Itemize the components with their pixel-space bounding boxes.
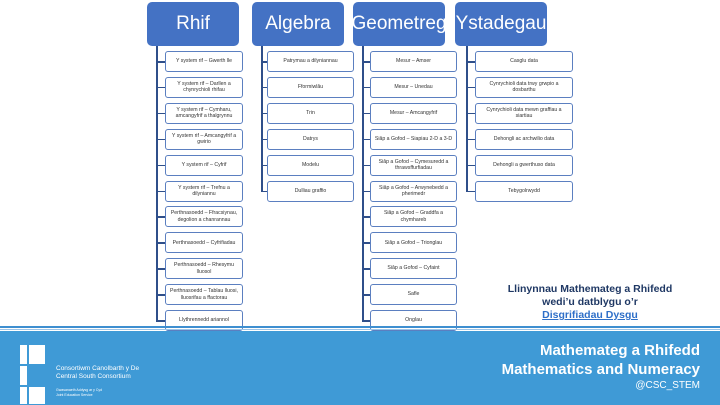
tree-branch (466, 112, 475, 115)
tree-branch (362, 320, 370, 322)
tree-line (362, 46, 364, 321)
tree-line (466, 46, 468, 191)
footer-divider (0, 326, 720, 330)
service-en: Joint Education Service (56, 393, 93, 397)
title-en: Mathematics and Numeracy (501, 361, 700, 378)
tree-branch (261, 86, 267, 89)
tree-branch (466, 61, 475, 63)
strand-box: Y system rif – Cymharu, amcangyfrif a th… (165, 102, 243, 124)
strand-box: Modelu (267, 154, 354, 176)
tree-branch (362, 190, 370, 192)
tree-branch (156, 294, 165, 296)
strand-box: Siâp a Gofod – Cyfaint (370, 258, 457, 280)
strand-box: Perthnasoedd – Ffracsiynau, degolion a c… (165, 206, 243, 228)
tree-branch (156, 61, 165, 63)
callout-line2: wedi’u datblygu o’r (542, 296, 638, 308)
strand-box: Fformiwlâu (267, 76, 354, 98)
strand-box: Mesur – Unedau (370, 76, 457, 98)
footer-band: Consortiwm Canolbarth y De Central South… (0, 331, 720, 405)
tree-branch (362, 268, 370, 270)
tree-branch (156, 216, 165, 218)
strand-box: Llythrennedd ariannol (165, 310, 243, 331)
strand-box: Y system rif – Trefnu a dilyniannu (165, 180, 243, 202)
tree-branch (156, 86, 165, 89)
strand-box: Siâp a Gofod – Cymesuredd a thrawsffurfi… (370, 154, 457, 176)
tree-branch (362, 86, 370, 89)
strand-box: Siâp a Gofod – Graddfa a chymhareb (370, 206, 457, 228)
strand-box: Onglau (370, 310, 457, 331)
tree-line (156, 46, 158, 321)
strand-box: Tebygolrwydd (475, 180, 573, 202)
strand-box: Datrys (267, 128, 354, 150)
tree-branch (156, 138, 165, 141)
tree-branch (362, 242, 370, 244)
tree-branch (261, 112, 267, 115)
strand-box: Casglu data (475, 51, 573, 72)
tree-branch (362, 164, 370, 167)
footer-title: Mathemateg a Rhifedd Mathematics and Num… (502, 341, 700, 393)
tree-branch (362, 138, 370, 141)
callout-line1: Llinynnau Mathemateg a Rhifedd (507, 283, 673, 295)
strand-box: Y system rif – Gwerth lle (165, 51, 243, 72)
column-header-algebra: Algebra (252, 2, 344, 46)
tree-branch (261, 164, 267, 167)
learning-descriptions-link[interactable]: Disgrifiadau Dysgu (542, 309, 638, 321)
tree-branch (466, 86, 475, 89)
strand-box: Siâp a Gofod – Trionglau (370, 232, 457, 254)
twitter-handle: @CSC_STEM (635, 380, 700, 391)
strand-box: Cynrychioli data mewn graffiau a siartia… (475, 102, 573, 124)
strand-box: Cynrychioli data trwy grwpio a dosbarthu (475, 76, 573, 98)
tree-branch (156, 268, 165, 270)
strand-box: Y system rif – Cyfrif (165, 154, 243, 176)
tree-branch (261, 61, 267, 63)
strand-box: Perthnasoedd – Tablau lluosi, lluosrifau… (165, 284, 243, 306)
tree-branch (261, 190, 267, 192)
tree-branch (261, 138, 267, 141)
tree-line (261, 46, 263, 191)
tree-branch (156, 112, 165, 115)
strand-box: Safle (370, 284, 457, 306)
org-name-cy: Consortiwm Canolbarth y De (56, 365, 140, 372)
tree-branch (466, 164, 475, 167)
callout: Llinynnau Mathemateg a Rhifedd wedi’u da… (500, 283, 680, 322)
strand-box: Y system rif – Amcangyfrif a gwirio (165, 128, 243, 150)
tree-branch (156, 164, 165, 167)
strand-box: Perthnasoedd – Cyfrifiadau (165, 232, 243, 254)
tree-branch (362, 216, 370, 218)
strand-box: Siâp a Gofod – Arwynebedd a pherimedr (370, 180, 457, 202)
tree-branch (362, 294, 370, 296)
strand-box: Y system rif – Darllen a chynrychioli rh… (165, 76, 243, 98)
strand-box: Patrymau a dilyniannau (267, 51, 354, 72)
tree-branch (156, 190, 165, 192)
tree-branch (466, 138, 475, 141)
strand-box: Dehongli a gwerthuso data (475, 154, 573, 176)
tree-branch (156, 320, 165, 322)
tree-branch (362, 112, 370, 115)
org-name-en: Central South Consortium (56, 373, 131, 380)
column-header-geometreg: Geometreg (351, 2, 447, 46)
strand-box: Mesur – Amcangyfrif (370, 102, 457, 124)
strand-box: Siâp a Gofod – Siapiau 2-D a 3-D (370, 128, 457, 150)
title-cy: Mathemateg a Rhifedd (539, 342, 700, 359)
tree-branch (362, 61, 370, 63)
column-header-ystadegau: Ystadegau (455, 2, 547, 46)
tree-branch (466, 190, 475, 192)
strand-box: Perthnasoedd – Rhesymu lluosol (165, 258, 243, 280)
tree-branch (156, 242, 165, 244)
strand-box: Mesur – Amser (370, 51, 457, 72)
strand-box: Trin (267, 102, 354, 124)
column-header-rhif: Rhif (147, 2, 239, 46)
service-cy: Gwasanaeth Addysg ar y Cyd (56, 388, 103, 392)
strand-box: Dulliau graffio (267, 180, 354, 202)
strand-box: Dehongli ac archwilio data (475, 128, 573, 150)
